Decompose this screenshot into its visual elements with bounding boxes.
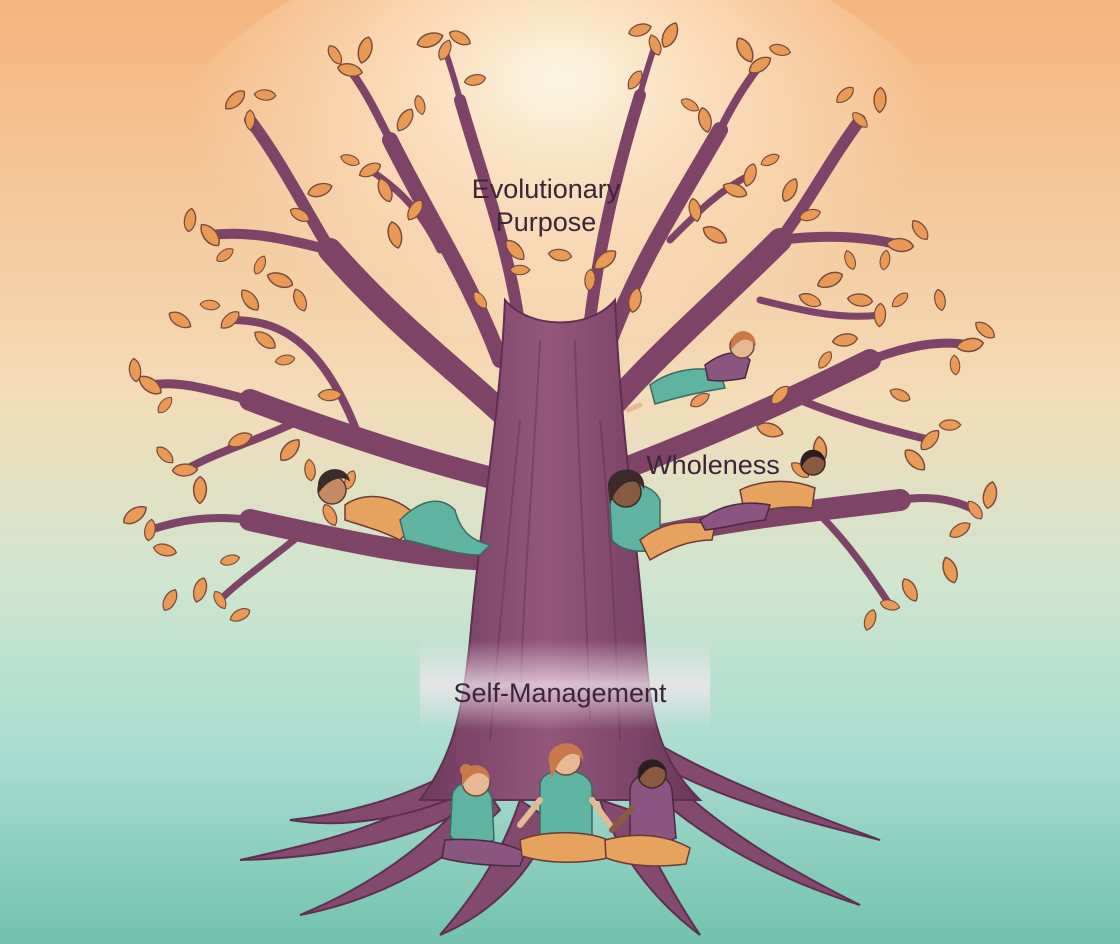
label-wholeness: Wholeness [646, 450, 780, 480]
person-reclining-left-branch [317, 469, 492, 556]
person-reclining-top-branch [625, 331, 756, 413]
person-reclining-right-branch [699, 449, 826, 531]
label-haze [420, 640, 710, 730]
tree-roots [239, 743, 881, 936]
person-sitting-right-root [604, 759, 691, 867]
person-meditating-center [517, 743, 613, 863]
person-sitting-left-root [441, 764, 526, 867]
label-evolutionary-purpose: Evolutionary Purpose [430, 173, 662, 239]
tree-branches [145, 42, 979, 609]
leaf [244, 109, 256, 131]
label-evolutionary-purpose-line1: Evolutionary [471, 174, 621, 204]
label-self-management: Self-Management [453, 678, 667, 708]
person-sitting-right-branch [607, 469, 716, 562]
label-evolutionary-purpose-line2: Purpose [495, 207, 597, 237]
leaf [509, 264, 531, 276]
